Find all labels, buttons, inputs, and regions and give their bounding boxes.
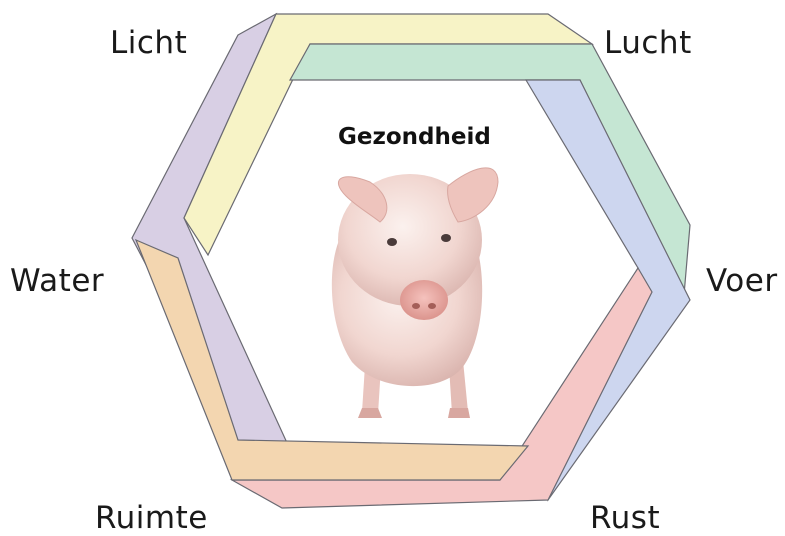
label-voer: Voer	[706, 266, 778, 297]
center-title: Gezondheid	[338, 124, 491, 150]
label-licht: Licht	[110, 28, 187, 59]
label-lucht: Lucht	[604, 28, 692, 59]
label-ruimte: Ruimte	[95, 503, 208, 534]
label-rust: Rust	[590, 503, 660, 534]
label-water: Water	[10, 266, 104, 297]
pig-image	[332, 168, 498, 418]
